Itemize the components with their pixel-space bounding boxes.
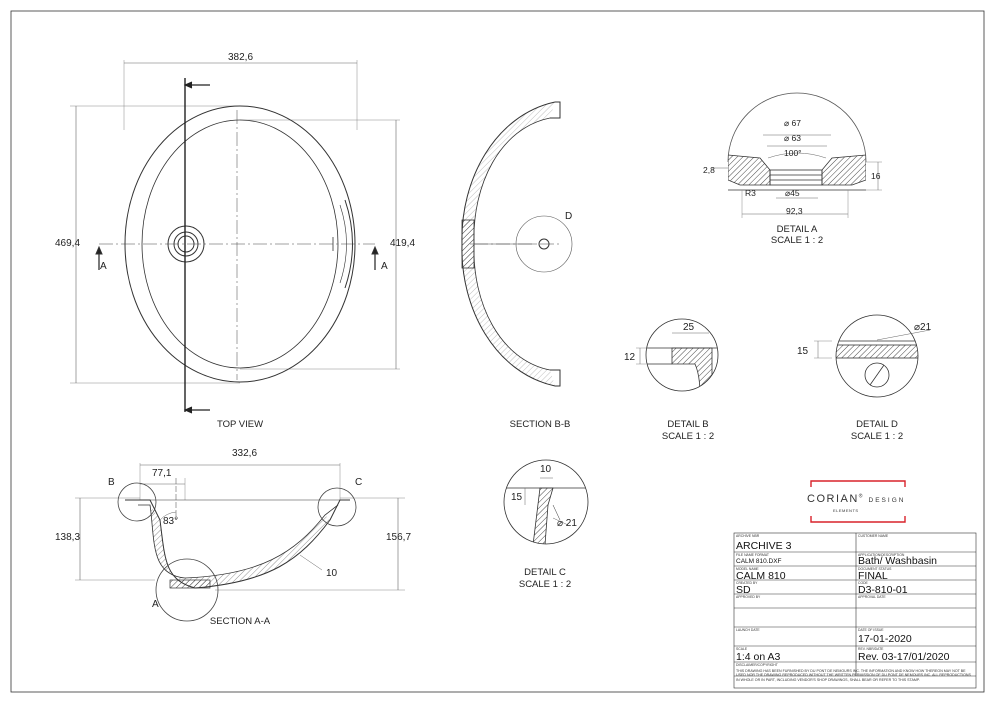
marker-a-left: A — [100, 261, 107, 272]
caption-detail-b: DETAIL B — [667, 419, 709, 430]
detail-d — [814, 314, 931, 398]
code-label: CODE — [858, 581, 868, 585]
dim-da-923: 92,3 — [786, 206, 803, 216]
launch-date-label: LAUNCH DATE — [736, 628, 760, 632]
section-bb — [461, 101, 573, 387]
dim-sec-wall: 10 — [326, 568, 338, 579]
file-name-label: FILE NAME FORMAT — [736, 553, 769, 557]
caption-detail-a: DETAIL A — [776, 224, 818, 235]
caption-detail-a-scale: SCALE 1 : 2 — [770, 235, 824, 246]
dim-da-d45: ⌀45 — [785, 188, 800, 198]
dim-sec-offset: 77,1 — [152, 468, 172, 479]
caption-section-aa: SECTION A-A — [209, 616, 271, 627]
dim-dd-15: 15 — [797, 346, 809, 357]
marker-a-bottom: A — [152, 599, 159, 610]
file-name-value: CALM 810.DXF — [736, 558, 782, 565]
dim-sec-angle: 83° — [163, 516, 179, 527]
dim-da-angle: 100° — [784, 148, 802, 158]
status-label: DOCUMENT STATUS — [858, 567, 892, 571]
customer-name-label: CUSTOMER NAME — [858, 534, 889, 538]
scale-value: 1:4 on A3 — [736, 651, 781, 663]
detail-b — [636, 318, 719, 392]
rev-label: REV. NBR/DATE — [858, 647, 884, 651]
disclaimer-label: DISCLAIMER/COPYRIGHT — [736, 663, 778, 667]
dim-top-inner-height: 419,4 — [390, 238, 416, 249]
dim-db-12: 12 — [624, 352, 636, 363]
brand-logo: CORIAN® DESIGN ELEMENTS — [807, 481, 905, 522]
dim-sec-right-height: 156,7 — [386, 532, 412, 543]
caption-detail-b-scale: SCALE 1 : 2 — [661, 431, 715, 442]
scale-label: SCALE — [736, 647, 748, 651]
dim-da-d67: ⌀ 67 — [784, 118, 801, 128]
dim-dc-15: 15 — [511, 492, 523, 503]
application-label: APPLICATION/DESCRIPTION — [858, 553, 905, 557]
dim-da-16: 16 — [871, 171, 881, 181]
created-by-label: CREATED BY — [736, 581, 758, 585]
archive-nbr-value: ARCHIVE 3 — [736, 540, 792, 552]
marker-d: D — [565, 211, 573, 222]
code-value: D3-810-01 — [858, 584, 908, 596]
dim-da-28: 2,8 — [703, 165, 715, 175]
dim-da-d63: ⌀ 63 — [784, 133, 801, 143]
caption-top-view: TOP VIEW — [216, 419, 264, 430]
marker-b: B — [108, 477, 115, 488]
caption-detail-d: DETAIL D — [856, 419, 898, 430]
dim-sec-width: 332,6 — [232, 448, 258, 459]
model-name-label: MODEL NAME — [736, 567, 759, 571]
application-value: Bath/ Washbasin — [858, 555, 937, 567]
model-name-value: CALM 810 — [736, 570, 786, 582]
status-value: FINAL — [858, 570, 888, 582]
disclaimer-text: THIS DRAWING HAS BEEN FURNISHED BY DU PO… — [736, 669, 971, 682]
created-by-value: SD — [736, 584, 751, 596]
caption-detail-d-scale: SCALE 1 : 2 — [850, 431, 904, 442]
sheet-border — [10, 10, 985, 693]
marker-a-right: A — [381, 261, 388, 272]
dim-dd-d21: ⌀21 — [914, 322, 932, 333]
detail-a — [712, 92, 882, 218]
dim-dc-d21: ⌀ 21 — [557, 518, 577, 529]
title-block — [733, 532, 977, 689]
archive-nbr-label: ARCHIVE NBR — [736, 534, 760, 538]
caption-detail-c-scale: SCALE 1 : 2 — [518, 579, 572, 590]
dim-dc-10: 10 — [540, 464, 552, 475]
marker-c: C — [355, 477, 363, 488]
brand-logo-frame — [810, 480, 906, 523]
section-aa — [75, 463, 405, 622]
dim-top-width: 382,6 — [228, 52, 254, 63]
rev-value: Rev. 03-17/01/2020 — [858, 651, 950, 663]
dim-da-r3: R3 — [745, 188, 756, 198]
brand-elements: ELEMENTS — [833, 508, 859, 513]
top-view — [70, 60, 400, 414]
brand-wordmark: CORIAN® DESIGN — [807, 493, 906, 505]
dim-top-height: 469,4 — [55, 238, 81, 249]
dim-db-25: 25 — [683, 322, 695, 333]
approved-by-label: APPROVED BY — [736, 595, 761, 599]
approval-date-label: APPROVAL DATE — [858, 595, 886, 599]
caption-detail-c: DETAIL C — [524, 567, 566, 578]
date-of-issue-label: DATE OF ISSUE — [858, 628, 884, 632]
dim-sec-left-height: 138,3 — [55, 532, 81, 543]
detail-c — [503, 459, 589, 545]
caption-section-bb: SECTION B-B — [509, 419, 571, 430]
date-of-issue-value: 17-01-2020 — [858, 633, 912, 645]
